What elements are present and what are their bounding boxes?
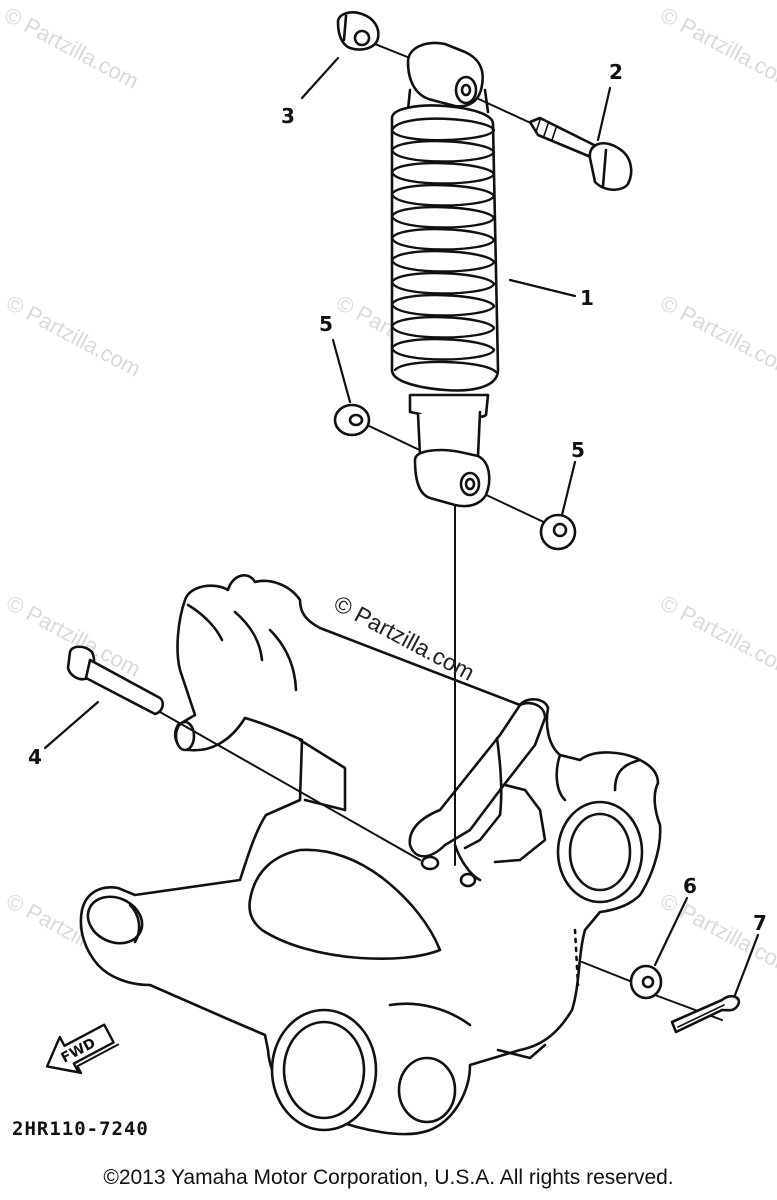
swing-arm — [79, 574, 662, 1136]
copyright-notice: ©2013 Yamaha Motor Corporation, U.S.A. A… — [103, 1166, 674, 1189]
washer-part-5 — [539, 513, 577, 551]
shock-absorber — [390, 41, 500, 508]
leader-lines — [159, 39, 723, 1021]
callout-pointers — [43, 56, 760, 997]
nut-part-3 — [336, 11, 380, 51]
callout-1: 1 — [580, 286, 594, 310]
bolt-part-4 — [66, 645, 165, 716]
bolt-part-2 — [528, 116, 633, 192]
forward-direction-arrow: FWD — [45, 1023, 120, 1075]
cotter-pin-part-7 — [670, 994, 741, 1034]
callout-7: 7 — [753, 911, 767, 935]
diagram-code: 2HR110-7240 — [12, 1118, 149, 1140]
callout-2: 2 — [609, 60, 623, 84]
callout-5b: 5 — [571, 438, 585, 462]
callout-4: 4 — [28, 745, 42, 769]
washer-part-5 — [333, 403, 371, 437]
callout-5: 5 — [319, 312, 333, 336]
washer-part-6 — [629, 964, 663, 1000]
callout-6: 6 — [683, 874, 697, 898]
callout-3: 3 — [281, 104, 295, 128]
